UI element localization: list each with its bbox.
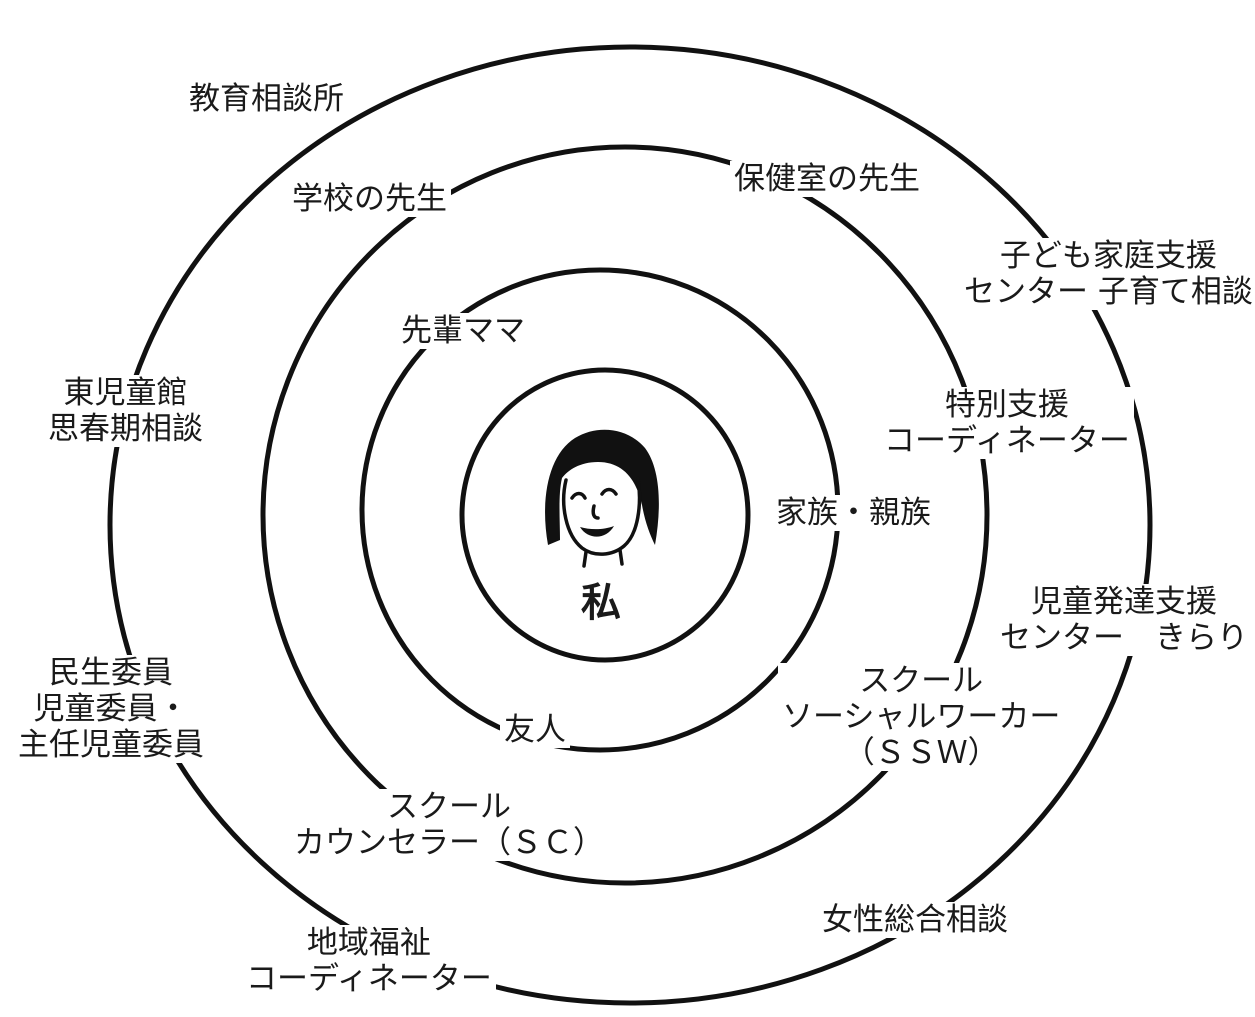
label-line: スクール: [387, 789, 511, 825]
label-line: 児童委員・: [33, 691, 189, 727]
label-line: センター きらり: [1000, 620, 1248, 656]
label-womens-consultation: 女性総合相談: [818, 902, 1012, 938]
label-line: 子ども家庭支援: [999, 238, 1217, 274]
label-welfare-commissioners: 民生委員 児童委員・ 主任児童委員: [14, 655, 208, 763]
label-line: 民生委員: [49, 655, 173, 691]
label-east-childrens-hall: 東児童館 思春期相談: [44, 375, 207, 447]
label-education-consultation: 教育相談所: [185, 81, 348, 117]
label-community-welfare-coordinator: 地域福祉 コーディネーター: [242, 925, 496, 997]
middle-ring: [260, 144, 990, 886]
label-nurse-teacher: 保健室の先生: [730, 161, 924, 197]
label-line: カウンセラー（ＳＣ）: [294, 825, 604, 861]
label-line: 特別支援: [944, 387, 1069, 423]
label-line: スクール: [859, 663, 984, 699]
label-school-social-worker: スクール ソーシャルワーカー （ＳＳＷ）: [778, 663, 1065, 771]
label-school-teacher: 学校の先生: [288, 181, 451, 217]
label-family: 家族・親族: [772, 495, 935, 531]
label-child-development-center: 児童発達支援 センター きらり: [996, 584, 1252, 656]
label-line: 東児童館: [63, 375, 188, 411]
label-line: センター 子育て相談: [964, 274, 1253, 310]
center-ring: [459, 367, 751, 663]
label-line: （ＳＳＷ）: [843, 735, 999, 771]
label-school-counselor: スクール カウンセラー（ＳＣ）: [290, 789, 608, 861]
label-special-support-coordinator: 特別支援 コーディネーター: [880, 387, 1134, 459]
outer-ring: [107, 44, 1153, 1006]
label-child-family-support-center: 子ども家庭支援 センター 子育て相談: [960, 238, 1255, 310]
label-line: コーディネーター: [884, 423, 1130, 459]
label-senior-moms: 先輩ママ: [397, 313, 529, 349]
center-label-me: 私: [581, 579, 623, 626]
label-line: 児童発達支援: [1031, 584, 1217, 620]
label-line: ソーシャルワーカー: [782, 699, 1061, 735]
label-line: 地域福祉: [306, 925, 431, 961]
person-face-icon: [545, 429, 659, 568]
label-friends: 友人: [500, 712, 570, 748]
label-line: コーディネーター: [246, 961, 492, 997]
label-line: 主任児童委員: [18, 727, 204, 763]
label-line: 思春期相談: [48, 411, 203, 447]
